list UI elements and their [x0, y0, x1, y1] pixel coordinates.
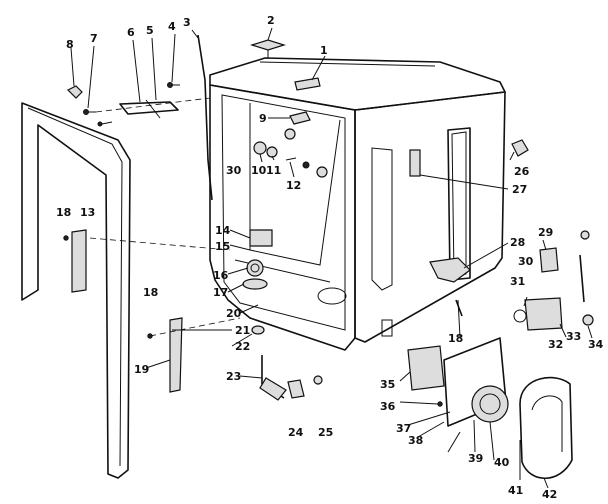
- callout-6: 6: [127, 26, 135, 39]
- callout-17: 17: [213, 286, 228, 299]
- callout-10: 10: [251, 164, 267, 177]
- callout-39: 39: [468, 452, 483, 465]
- callout-2: 2: [267, 14, 275, 27]
- callout-12: 12: [286, 179, 301, 192]
- callout-16: 16: [213, 269, 229, 282]
- callout-11: 11: [266, 164, 281, 177]
- callout-18a: 18: [56, 206, 71, 219]
- callout-32: 32: [548, 338, 563, 351]
- callout-35: 35: [380, 378, 395, 391]
- callout-29: 29: [538, 226, 553, 239]
- callout-40: 40: [494, 456, 510, 469]
- callout-22: 22: [235, 340, 250, 353]
- callout-36: 36: [380, 400, 396, 413]
- callout-25: 25: [318, 426, 333, 439]
- callout-8: 8: [66, 38, 74, 51]
- callout-4: 4: [168, 20, 176, 33]
- callout-38: 38: [408, 434, 423, 447]
- motor-and-valve: [407, 230, 594, 479]
- callout-21: 21: [235, 324, 250, 337]
- callout-42: 42: [542, 488, 557, 501]
- leader-lines: [70, 27, 593, 489]
- callout-26: 26: [514, 165, 530, 178]
- callout-23: 23: [226, 370, 241, 383]
- callout-13: 13: [80, 206, 95, 219]
- assembly-lines: [89, 97, 241, 337]
- callout-34: 34: [588, 338, 604, 351]
- callout-30a: 30: [226, 164, 242, 177]
- callout-41: 41: [508, 484, 523, 497]
- callout-7: 7: [90, 32, 98, 45]
- callout-33: 33: [566, 330, 581, 343]
- callout-24: 24: [288, 426, 304, 439]
- upper-hardware: [66, 34, 529, 201]
- callout-30b: 30: [518, 255, 534, 268]
- callout-14: 14: [215, 224, 231, 237]
- callout-37: 37: [396, 422, 411, 435]
- callout-5: 5: [146, 24, 154, 37]
- callout-labels: 1 2 3 4 5 6 7 8 9 10 11 12 13 14 15 16 1…: [56, 14, 604, 501]
- callout-3: 3: [183, 16, 191, 29]
- callout-28: 28: [510, 236, 525, 249]
- callout-20: 20: [226, 307, 242, 320]
- callout-31: 31: [510, 275, 525, 288]
- callout-18b: 18: [143, 286, 158, 299]
- callout-18c: 18: [448, 332, 463, 345]
- callout-1: 1: [320, 44, 328, 57]
- lower-hardware: [63, 229, 323, 401]
- callout-9: 9: [259, 112, 267, 125]
- callout-19: 19: [134, 363, 149, 376]
- tub-assembly: [209, 57, 506, 351]
- door-gasket: [21, 102, 131, 479]
- callout-15: 15: [215, 240, 230, 253]
- callout-27: 27: [512, 183, 527, 196]
